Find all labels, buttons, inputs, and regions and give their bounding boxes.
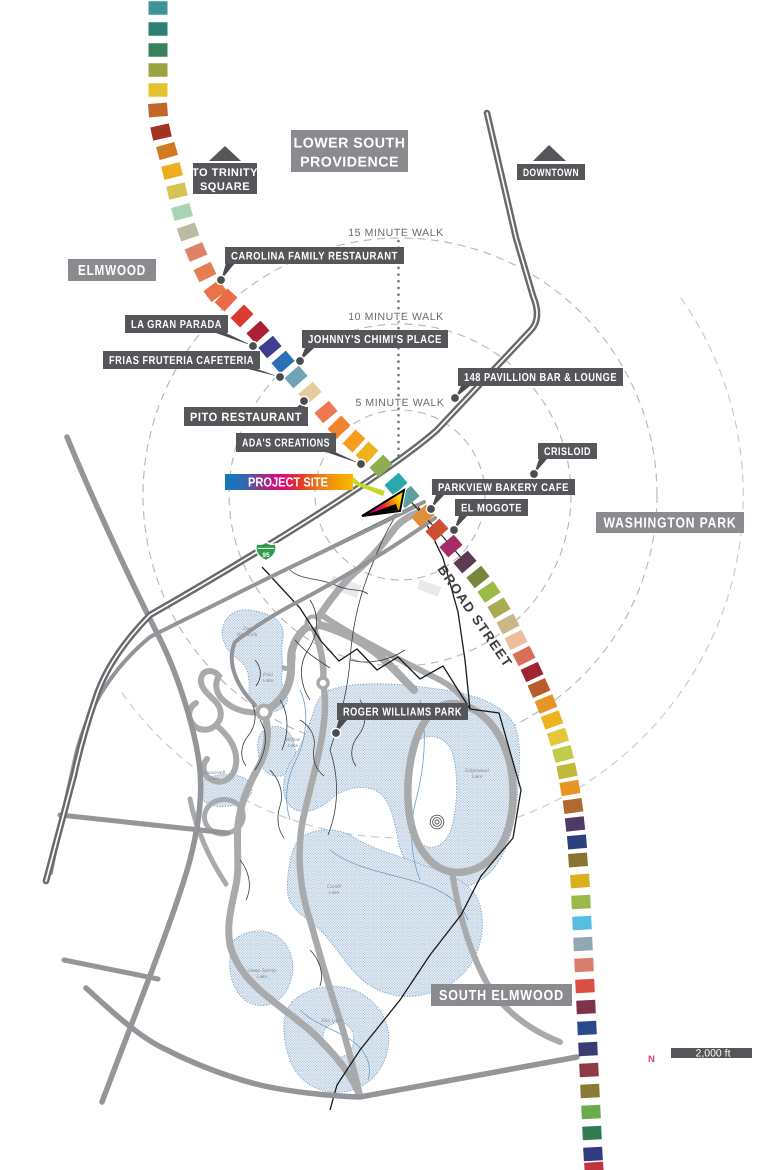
svg-text:Lake: Lake — [329, 890, 340, 896]
svg-text:Zoo: Zoo — [242, 626, 252, 632]
svg-text:Cunliff: Cunliff — [327, 884, 342, 890]
svg-text:PROJECT SITE: PROJECT SITE — [248, 475, 328, 490]
svg-text:ROGER WILLIAMS PARK: ROGER WILLIAMS PARK — [343, 707, 462, 719]
svg-text:SQUARE: SQUARE — [200, 181, 250, 193]
svg-text:Lake: Lake — [263, 678, 274, 684]
svg-text:TO TRINITY: TO TRINITY — [192, 167, 258, 179]
svg-text:CRISLOID: CRISLOID — [544, 446, 591, 458]
svg-text:N: N — [648, 1054, 655, 1065]
svg-text:Elm Lake: Elm Lake — [322, 1018, 343, 1024]
svg-text:Roosevelt: Roosevelt — [203, 770, 226, 776]
svg-text:Lake: Lake — [288, 743, 299, 749]
svg-text:FRIAS FRUTERIA CAFETERIA: FRIAS FRUTERIA CAFETERIA — [109, 355, 254, 367]
svg-text:10 MINUTE WALK: 10 MINUTE WALK — [348, 311, 444, 323]
svg-text:5 MINUTE WALK: 5 MINUTE WALK — [355, 397, 444, 409]
svg-text:PROVIDENCE: PROVIDENCE — [300, 155, 399, 171]
svg-text:JOHNNY'S CHIMI'S PLACE: JOHNNY'S CHIMI'S PLACE — [308, 334, 442, 346]
svg-text:EL MOGOTE: EL MOGOTE — [461, 502, 522, 514]
svg-text:Lake: Lake — [472, 774, 483, 780]
svg-text:LOWER SOUTH: LOWER SOUTH — [294, 136, 406, 152]
svg-text:Edgewood: Edgewood — [465, 768, 489, 774]
svg-text:Lake: Lake — [209, 776, 220, 782]
svg-text:Deep Spring: Deep Spring — [248, 968, 276, 974]
svg-text:DOWNTOWN: DOWNTOWN — [523, 167, 579, 179]
svg-text:LA GRAN PARADA: LA GRAN PARADA — [131, 319, 222, 331]
svg-text:ELMWOOD: ELMWOOD — [78, 263, 146, 279]
svg-text:2,000 ft: 2,000 ft — [695, 1048, 730, 1060]
svg-text:WASHINGTON PARK: WASHINGTON PARK — [604, 516, 737, 532]
svg-text:PITO RESTAURANT: PITO RESTAURANT — [190, 410, 302, 424]
svg-text:Polo: Polo — [263, 672, 273, 678]
svg-text:ADA'S CREATIONS: ADA'S CREATIONS — [242, 438, 330, 450]
svg-text:148 PAVILLION BAR & LOUNGE: 148 PAVILLION BAR & LOUNGE — [464, 372, 617, 384]
svg-text:PARKVIEW BAKERY CAFE: PARKVIEW BAKERY CAFE — [438, 482, 569, 494]
svg-text:15 MINUTE WALK: 15 MINUTE WALK — [348, 227, 444, 239]
svg-text:SOUTH ELMWOOD: SOUTH ELMWOOD — [439, 988, 564, 1004]
svg-text:CAROLINA FAMILY RESTAURANT: CAROLINA FAMILY RESTAURANT — [231, 250, 398, 262]
svg-text:95: 95 — [262, 552, 270, 559]
svg-text:Willow: Willow — [286, 737, 301, 743]
svg-text:Lake: Lake — [257, 974, 268, 980]
